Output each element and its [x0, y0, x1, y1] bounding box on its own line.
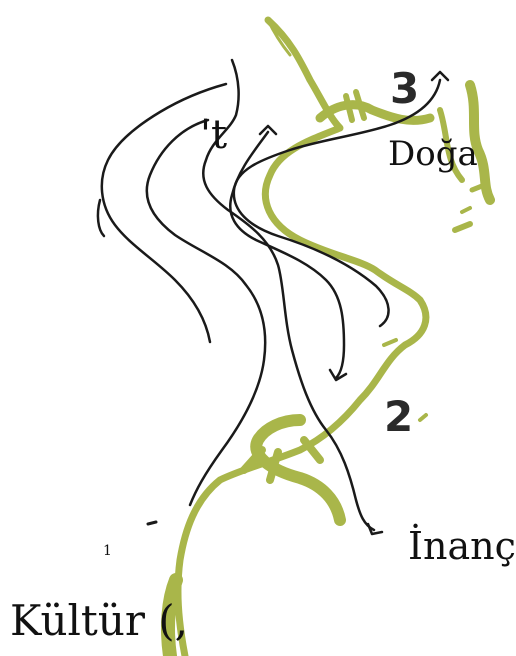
olive-dash-1	[455, 224, 470, 230]
arrow-head-inanc-icon	[368, 524, 382, 534]
label-small-one: 1	[103, 543, 112, 559]
black-river-d	[147, 120, 265, 505]
olive-dash-5	[420, 415, 426, 420]
number-three: 3	[390, 64, 419, 113]
label-doga: Doğa	[388, 134, 478, 174]
black-river-a	[203, 60, 374, 530]
olive-dash-2	[472, 186, 482, 190]
small-dash-mark	[148, 522, 156, 524]
label-t: 't	[200, 112, 227, 158]
label-kultur: Kültür (,	[10, 596, 188, 645]
label-inanc: İnanç	[408, 524, 516, 568]
number-two: 2	[384, 392, 413, 441]
olive-dash-3	[462, 208, 470, 212]
black-river-f	[98, 200, 104, 236]
olive-dash-4	[384, 340, 396, 345]
